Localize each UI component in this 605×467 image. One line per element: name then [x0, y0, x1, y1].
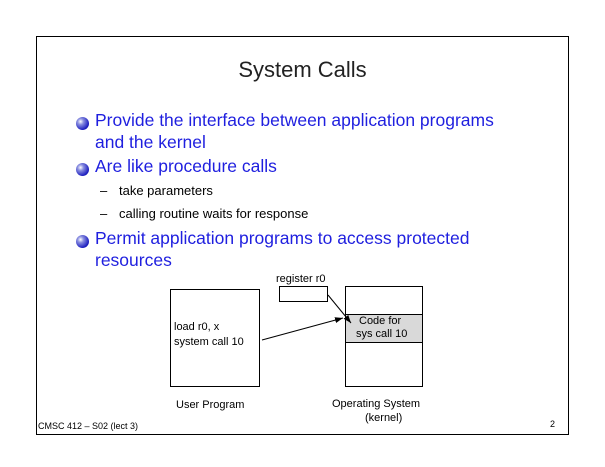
sub-bullet-2: calling routine waits for response [119, 206, 309, 221]
bullet-dot-icon [76, 163, 89, 176]
user-code-line-1: load r0, x [174, 321, 220, 333]
page-number: 2 [550, 419, 556, 429]
sub-bullet-1-dash: – [100, 183, 108, 198]
user-program-label: User Program [176, 399, 245, 411]
bullet-3-line-2: resources [95, 250, 172, 270]
bullet-1-line-2: and the kernel [95, 132, 206, 152]
syscall-arrow [261, 317, 344, 341]
bullet-2-line-1: Are like procedure calls [95, 156, 277, 176]
user-code-line-2: system call 10 [174, 336, 244, 348]
slide-title: System Calls [238, 57, 367, 82]
user-program-box [170, 289, 260, 387]
bullet-dot-icon [76, 117, 89, 130]
bullet-3: Permit application programs to access pr… [95, 227, 535, 271]
kernel-code-line-1: Code for [359, 315, 402, 327]
footer-course: CMSC 412 – S02 (lect 3) [38, 421, 139, 431]
register-label: register r0 [276, 273, 326, 285]
os-label-line-1: Operating System [332, 398, 421, 410]
register-r0-box [279, 286, 328, 302]
bullet-3-line-1: Permit application programs to access pr… [95, 228, 470, 248]
os-label-line-2: (kernel) [365, 412, 403, 424]
kernel-code-line-2: sys call 10 [356, 328, 408, 340]
sub-bullet-1: take parameters [119, 183, 213, 198]
bullet-1-line-1: Provide the interface between applicatio… [95, 110, 494, 130]
bullet-2: Are like procedure calls [95, 155, 535, 177]
kernel-code-box [345, 314, 423, 343]
register-arrow [327, 294, 352, 324]
sub-bullet-2-dash: – [100, 206, 108, 221]
bullet-1: Provide the interface between applicatio… [95, 109, 535, 153]
bullet-dot-icon [76, 235, 89, 248]
slide-frame [36, 36, 569, 435]
